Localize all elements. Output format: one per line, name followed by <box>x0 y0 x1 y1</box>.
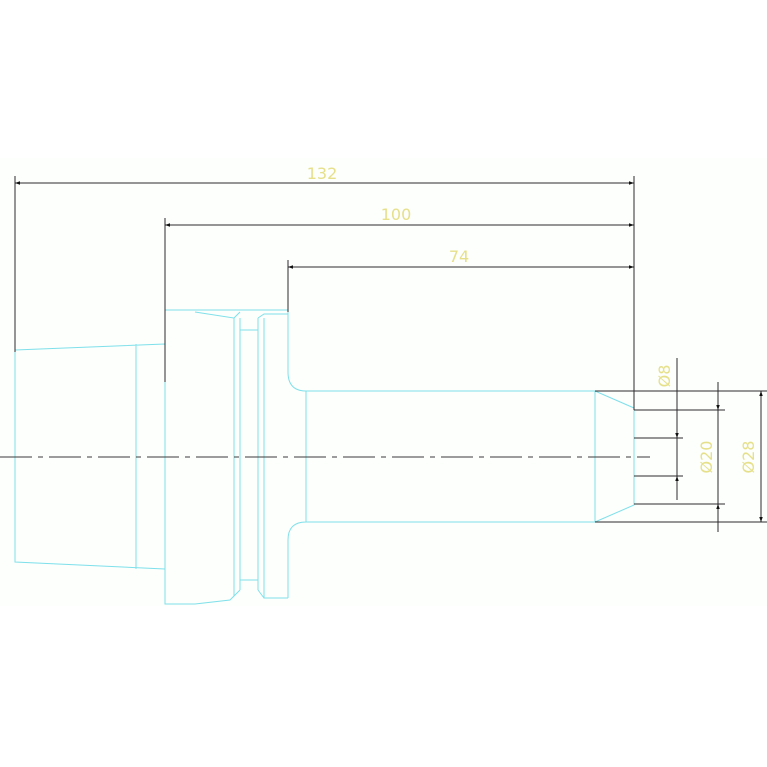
part-outline <box>14 309 635 605</box>
dim-text-100: 100 <box>381 205 412 224</box>
dim-text-d8: Ø8 <box>655 365 674 388</box>
shank-section <box>287 310 595 598</box>
dim-text-74: 74 <box>449 247 469 266</box>
flange-section <box>164 309 288 605</box>
dim-text-132: 132 <box>307 164 338 183</box>
left-section <box>14 343 166 570</box>
dim-text-d20: Ø20 <box>697 441 716 474</box>
dimension-texts: 132 100 74 Ø8 Ø20 Ø28 <box>307 164 758 473</box>
drawing-sheet <box>0 158 767 606</box>
dim-text-d28: Ø28 <box>739 441 758 474</box>
dimension-lines <box>14 176 767 532</box>
